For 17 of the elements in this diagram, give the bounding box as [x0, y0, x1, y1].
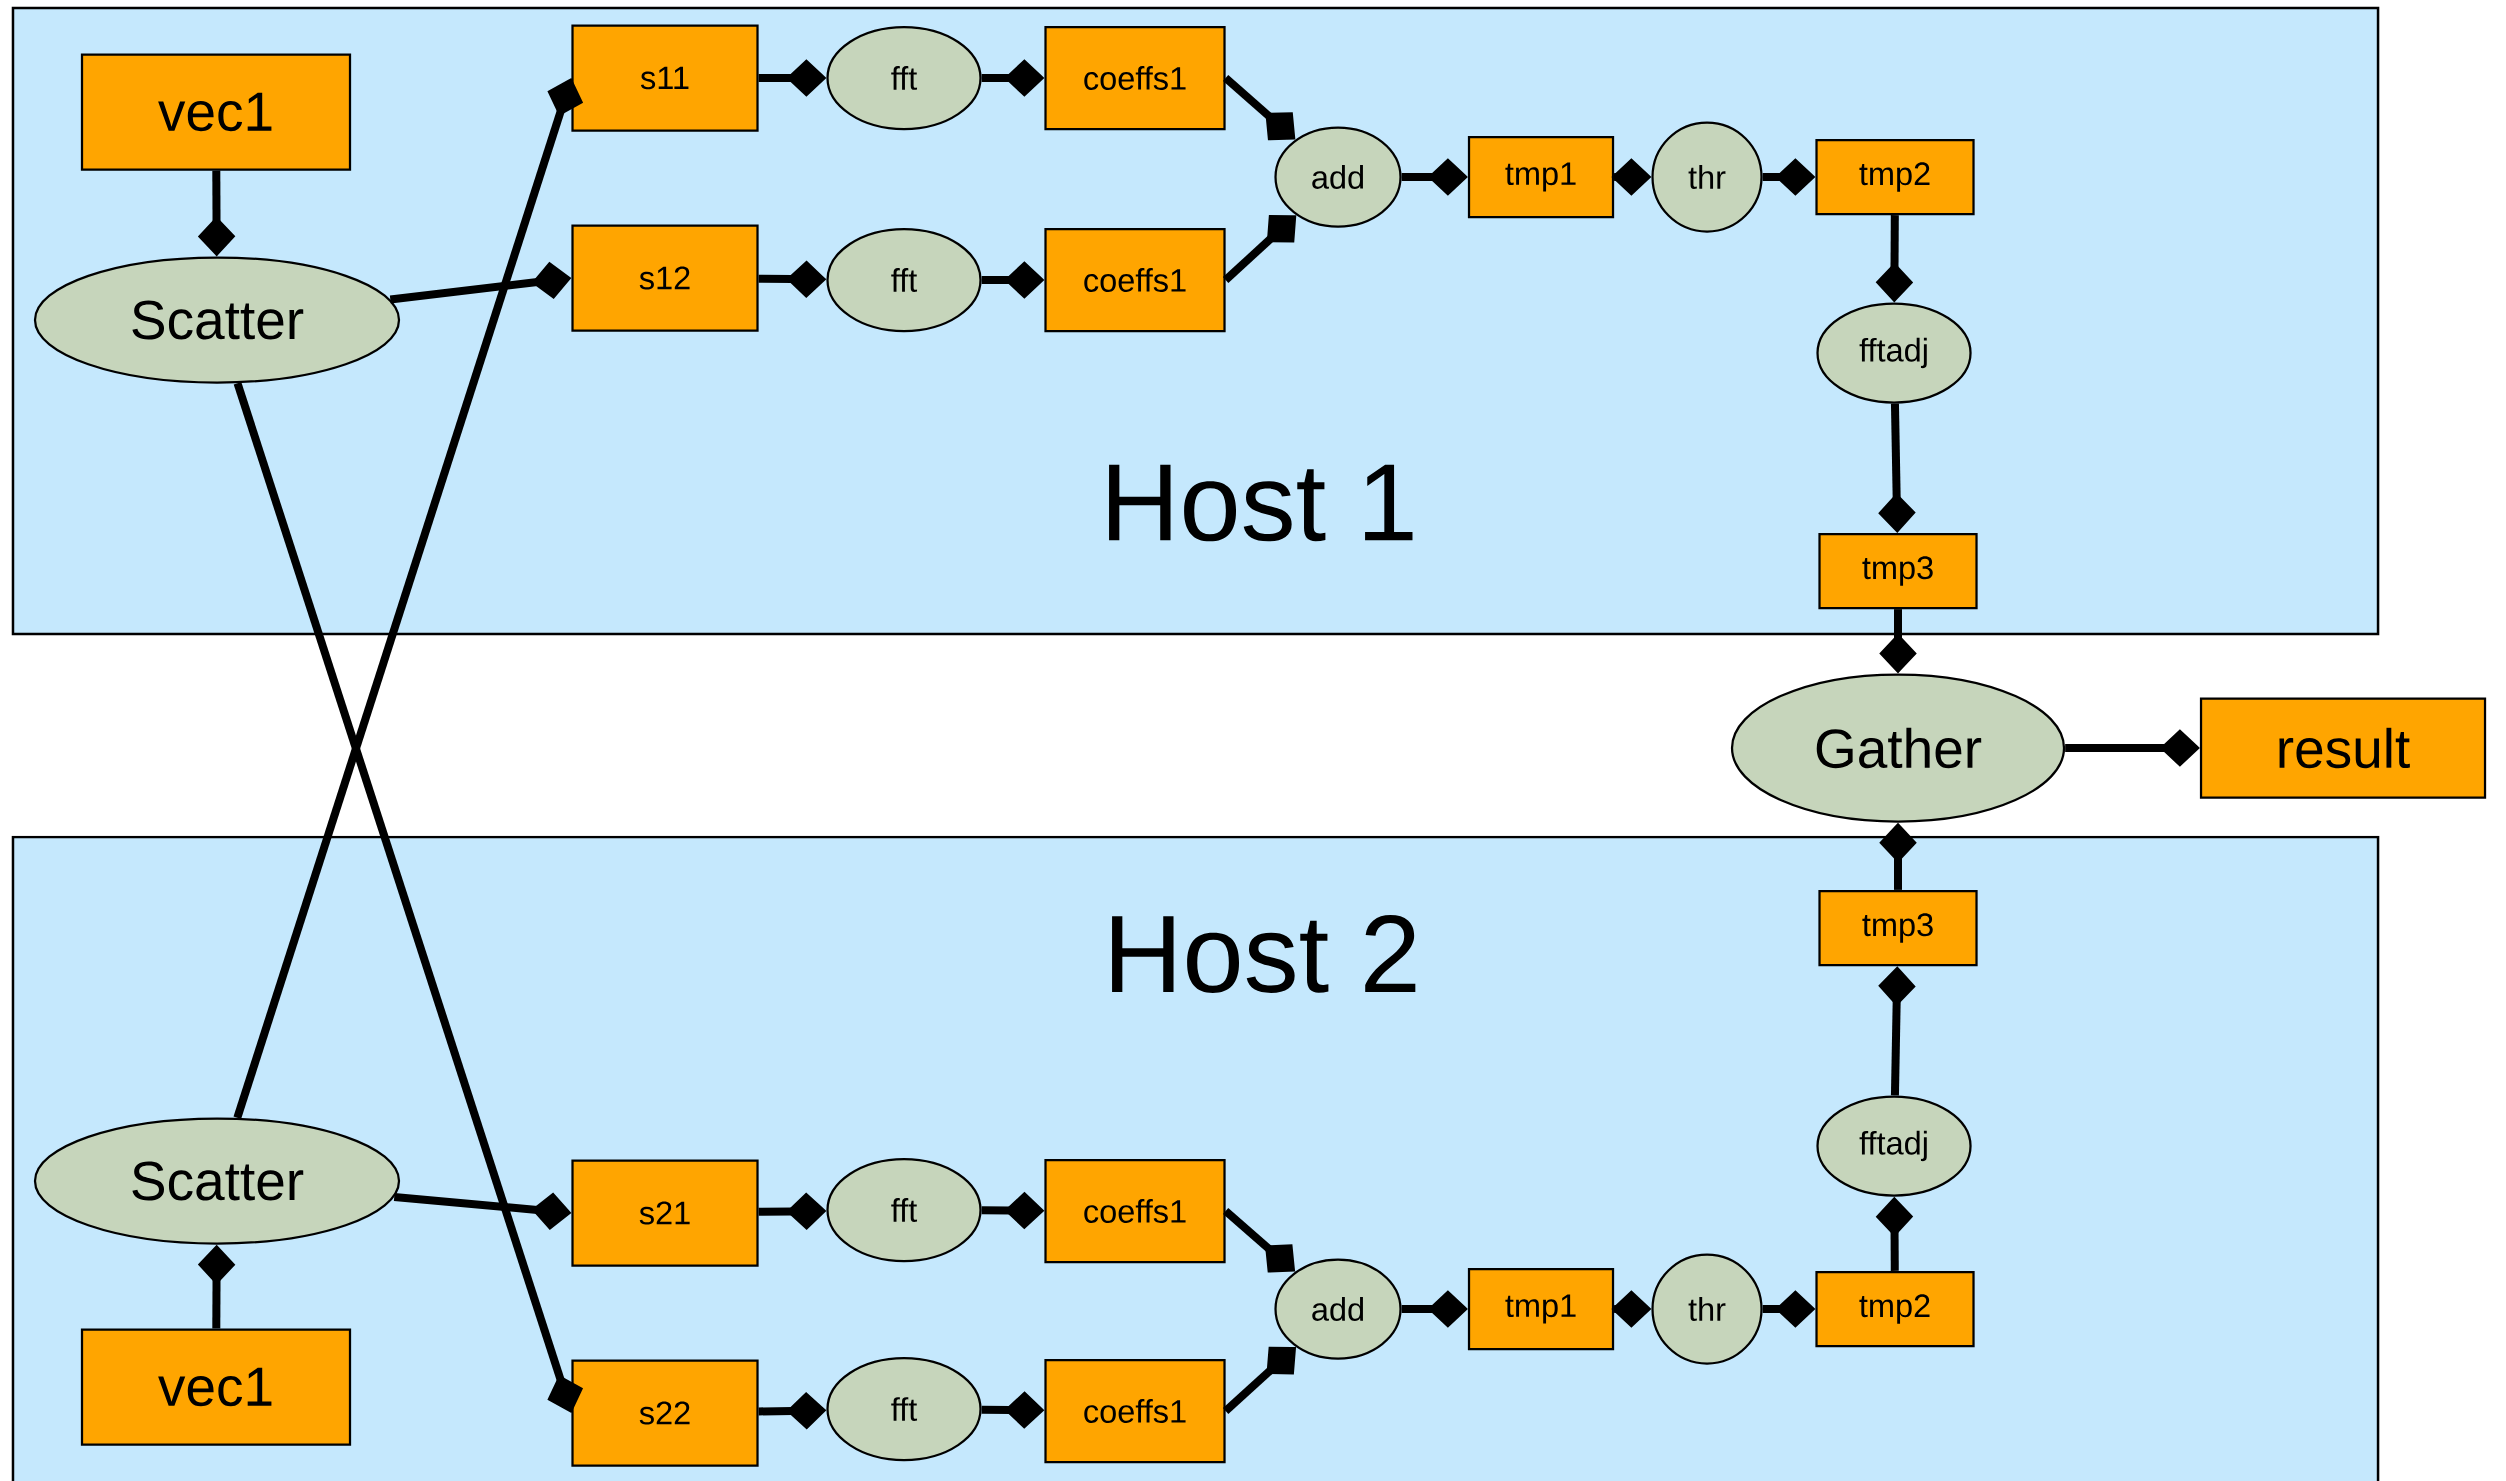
data-box: tmp3 — [1818, 889, 1978, 967]
data-box: vec1 — [80, 53, 352, 171]
data-box: s21 — [571, 1159, 759, 1267]
data-box: coeffs1 — [1044, 227, 1226, 333]
data-box: tmp2 — [1815, 138, 1975, 216]
data-box: tmp1 — [1467, 1267, 1615, 1351]
data-box: coeffs1 — [1044, 1158, 1226, 1264]
data-box: s12 — [571, 224, 759, 332]
data-box: s11 — [571, 24, 759, 132]
data-box: tmp2 — [1815, 1270, 1975, 1348]
data-box: coeffs1 — [1044, 1358, 1226, 1464]
data-box: s22 — [571, 1359, 759, 1467]
data-box: coeffs1 — [1044, 25, 1226, 131]
data-box: tmp1 — [1467, 135, 1615, 219]
data-box: vec1 — [80, 1328, 352, 1446]
data-box: tmp3 — [1818, 532, 1978, 610]
data-box: result — [2199, 697, 2487, 799]
